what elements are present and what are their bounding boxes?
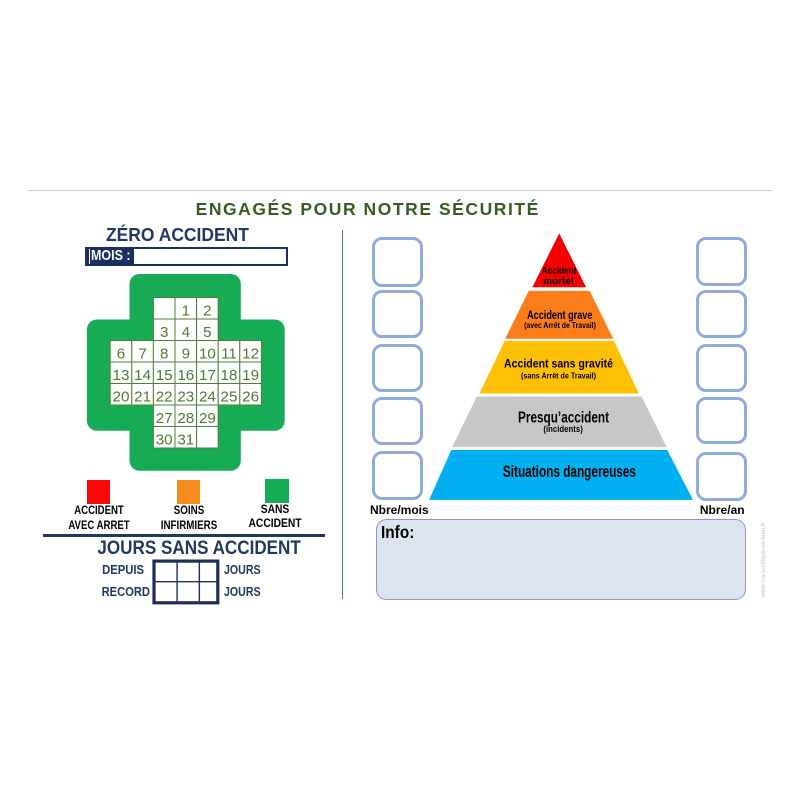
svg-text:10: 10 xyxy=(199,345,216,362)
svg-text:Accident grave: Accident grave xyxy=(527,310,592,322)
svg-text:mortel: mortel xyxy=(543,276,574,286)
svg-text:18: 18 xyxy=(221,367,238,384)
svg-text:19: 19 xyxy=(242,367,259,384)
svg-text:20: 20 xyxy=(113,388,130,405)
svg-text:31: 31 xyxy=(177,431,194,448)
svg-text:16: 16 xyxy=(177,367,194,384)
svg-text:6: 6 xyxy=(117,345,125,362)
svg-text:17: 17 xyxy=(199,367,216,384)
svg-text:22: 22 xyxy=(156,388,173,405)
svg-text:8: 8 xyxy=(160,345,168,362)
svg-text:13: 13 xyxy=(113,367,130,384)
svg-text:24: 24 xyxy=(199,388,216,405)
svg-text:(incidents): (incidents) xyxy=(543,424,582,434)
svg-text:3: 3 xyxy=(160,324,168,341)
svg-text:28: 28 xyxy=(177,410,194,427)
svg-text:11: 11 xyxy=(221,345,237,362)
svg-text:Presqu’accident: Presqu’accident xyxy=(518,409,609,426)
svg-text:23: 23 xyxy=(177,388,194,405)
svg-text:9: 9 xyxy=(182,345,190,362)
svg-text:27: 27 xyxy=(156,410,173,427)
svg-text:1: 1 xyxy=(182,302,190,319)
svg-text:2: 2 xyxy=(203,302,211,319)
svg-text:15: 15 xyxy=(156,367,173,384)
svg-text:25: 25 xyxy=(221,388,238,405)
svg-text:5: 5 xyxy=(203,324,211,341)
svg-text:26: 26 xyxy=(242,388,259,405)
svg-text:14: 14 xyxy=(134,367,151,384)
svg-text:30: 30 xyxy=(156,431,173,448)
svg-text:29: 29 xyxy=(199,410,216,427)
svg-text:(sans Arrêt de Travail): (sans Arrêt de Travail) xyxy=(521,370,596,380)
svg-text:Situations dangereuses: Situations dangereuses xyxy=(503,462,636,481)
svg-text:21: 21 xyxy=(134,388,151,405)
svg-text:Accident: Accident xyxy=(542,265,576,275)
svg-text:(avec Arrêt de Travail): (avec Arrêt de Travail) xyxy=(524,320,596,330)
svg-text:7: 7 xyxy=(138,345,146,362)
svg-text:4: 4 xyxy=(182,324,190,341)
svg-text:12: 12 xyxy=(242,345,259,362)
svg-text:Accident sans gravité: Accident sans gravité xyxy=(504,357,613,371)
